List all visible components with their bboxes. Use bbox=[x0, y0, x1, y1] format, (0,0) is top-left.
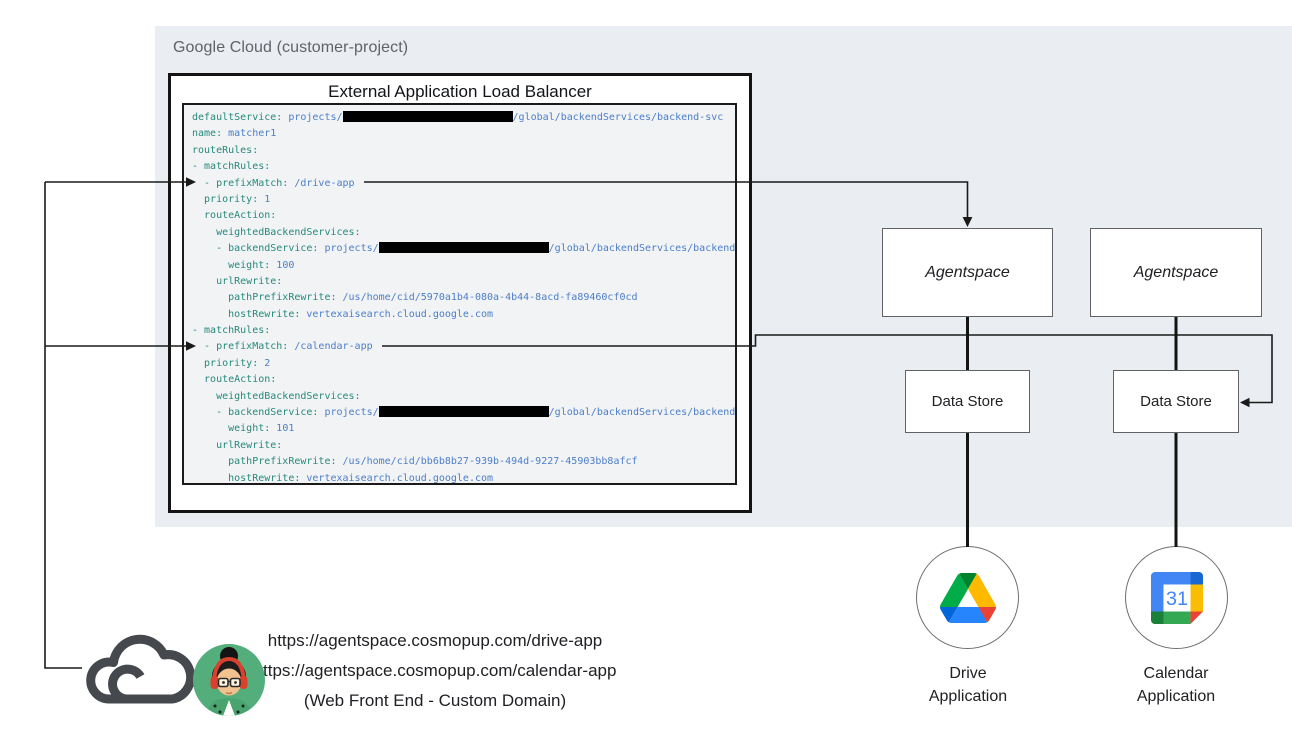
calendar-day-number: 31 bbox=[1166, 587, 1188, 609]
agentspace-drive-box: Agentspace bbox=[882, 228, 1053, 317]
agentspace-drive-label: Agentspace bbox=[925, 263, 1010, 281]
agentspace-calendar-box: Agentspace bbox=[1090, 228, 1262, 317]
user-avatar bbox=[193, 644, 265, 716]
drive-app-label: Drive Application bbox=[928, 665, 1008, 705]
internet-cloud-icon bbox=[76, 620, 204, 716]
agentspace-calendar-label: Agentspace bbox=[1133, 263, 1219, 281]
datastore-calendar-label: Data Store bbox=[1140, 393, 1212, 410]
redacted-project-id bbox=[342, 110, 513, 122]
frontend-urls: https://agentspace.cosmopup.com/drive-ap… bbox=[180, 626, 690, 716]
google-calendar-icon: 31 bbox=[1150, 571, 1203, 624]
frontend-caption: (Web Front End - Custom Domain) bbox=[303, 691, 567, 710]
calendar-url: https://agentspace.cosmopup.com/calendar… bbox=[253, 661, 617, 680]
drive-app-circle bbox=[916, 546, 1019, 649]
redacted-project-id bbox=[378, 405, 549, 417]
datastore-calendar-box: Data Store bbox=[1113, 370, 1239, 433]
url-map-code-block: defaultService: projects//global/backend… bbox=[182, 103, 737, 485]
drive-url: https://agentspace.cosmopup.com/drive-ap… bbox=[267, 631, 603, 650]
redacted-project-id bbox=[378, 241, 549, 253]
user-to-rules-line bbox=[44, 182, 82, 669]
datastore-drive-label: Data Store bbox=[931, 393, 1004, 410]
calendar-app-circle: 31 bbox=[1125, 546, 1228, 649]
calendar-app-label: Calendar Application bbox=[1136, 665, 1216, 705]
load-balancer-title: External Application Load Balancer bbox=[328, 82, 592, 101]
datastore-drive-box: Data Store bbox=[905, 370, 1030, 433]
google-cloud-label: Google Cloud (customer-project) bbox=[173, 39, 409, 56]
google-drive-icon bbox=[939, 572, 996, 623]
